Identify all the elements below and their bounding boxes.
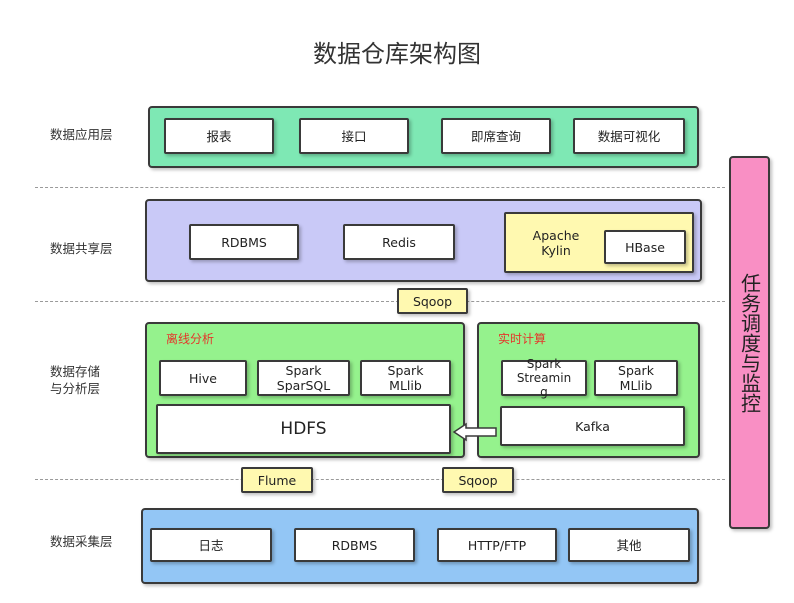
layer-label-collection: 数据采集层 [50,534,113,549]
hbase-box: HBase [604,230,686,264]
realtime-compute-title: 实时计算 [498,332,547,346]
interface-box: 接口 [299,118,409,154]
sqoop-connector-bottom: Sqoop [442,467,514,493]
rdbms-box: RDBMS [189,224,299,260]
kafka-to-hdfs-arrow-icon [452,422,497,442]
http-ftp-box: HTTP/FTP [437,528,557,562]
sqoop-connector-top: Sqoop [397,288,468,314]
rdbms-source-box: RDBMS [294,528,415,562]
layer-label-application: 数据应用层 [50,127,113,142]
spark-mllib-offline-box: Spark MLlib [360,360,451,396]
flume-connector: Flume [241,467,313,493]
log-box: 日志 [150,528,272,562]
task-scheduling-monitoring-panel: 任务调度与监控 [729,156,770,529]
spark-sql-box: Spark SparSQL [257,360,350,396]
hive-box: Hive [159,360,247,396]
offline-analysis-title: 离线分析 [166,332,215,346]
kafka-box: Kafka [500,406,685,446]
adhoc-query-box: 即席查询 [441,118,551,154]
apache-kylin-label: Apache Kylin [532,227,580,258]
layer-divider [35,479,725,480]
layer-divider [35,301,725,302]
other-source-box: 其他 [568,528,690,562]
report-box: 报表 [164,118,274,154]
layer-divider [35,187,725,188]
spark-streaming-box: Spark Streamin g [501,357,587,399]
redis-box: Redis [343,224,455,260]
spark-mllib-realtime-box: Spark MLlib [594,360,678,396]
layer-label-sharing: 数据共享层 [50,241,113,256]
data-visualization-box: 数据可视化 [573,118,685,154]
page-title: 数据仓库架构图 [313,40,481,68]
layer-label-storage: 数据存储 与分析层 [50,364,101,396]
hdfs-box: HDFS [156,404,451,454]
